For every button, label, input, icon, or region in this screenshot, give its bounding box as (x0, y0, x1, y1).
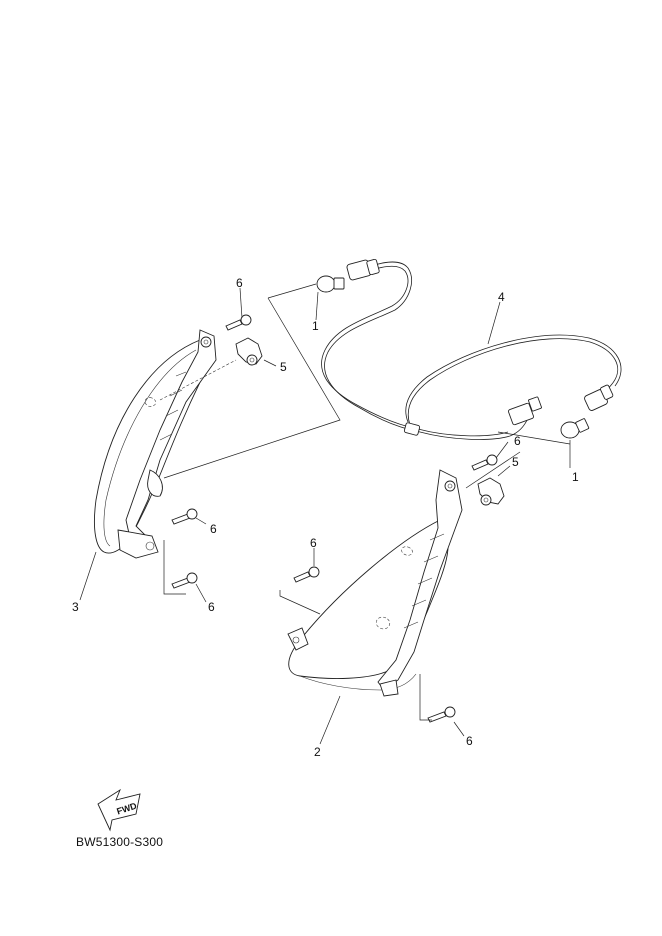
screw-upper (225, 314, 252, 331)
callout-bulb-upper: 1 (312, 319, 319, 333)
fwd-arrow-icon: FWD (97, 788, 141, 832)
left-lens-assembly (93, 329, 237, 559)
wire-harness (321, 258, 622, 440)
callout-screw-upper: 6 (236, 276, 243, 290)
callout-socket-right: 5 (512, 455, 519, 469)
screw-mid (293, 566, 320, 583)
screw-right-2 (427, 706, 456, 723)
callout-screw-left-1: 6 (210, 522, 217, 536)
callout-screw-right-2: 6 (466, 734, 473, 748)
bulb-right (560, 418, 590, 439)
bulb-upper (316, 275, 345, 293)
socket-upper (235, 337, 263, 366)
screw-left-2 (171, 572, 198, 589)
callout-screw-left-2: 6 (208, 600, 215, 614)
callout-screw-mid: 6 (310, 536, 317, 550)
callout-wire-harness: 4 (498, 290, 505, 304)
right-lens-assembly (287, 469, 463, 697)
callout-screw-right-1: 6 (514, 434, 521, 448)
callout-bulb-right: 1 (572, 470, 579, 484)
leader-lines (79, 283, 571, 745)
screw-right-1 (471, 454, 498, 471)
callout-lens-left: 3 (72, 600, 79, 614)
diagram-code: BW51300-S300 (76, 835, 164, 849)
callout-lens-right: 2 (314, 745, 321, 759)
screw-left-1 (171, 508, 198, 525)
socket-right (477, 477, 505, 506)
callout-socket-upper: 5 (280, 360, 287, 374)
